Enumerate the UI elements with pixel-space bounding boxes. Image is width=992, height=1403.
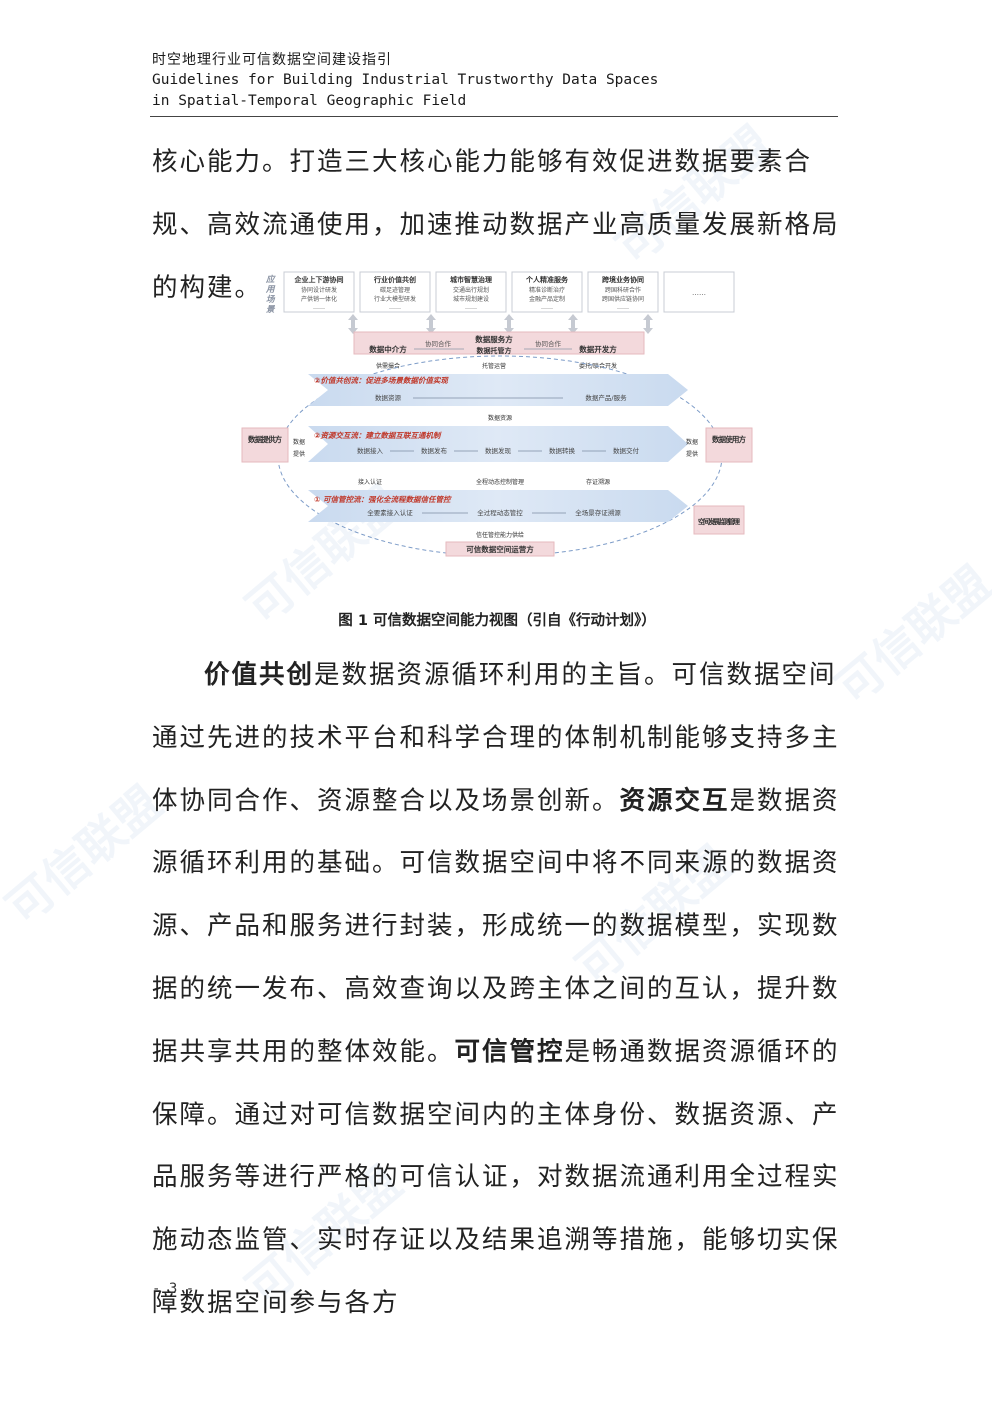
coop-left-label: 协同合作 (425, 339, 452, 348)
body-paragraph: 核心能力。打造三大核心能力能够有效促进数据要素合规、高效流通使用，加速推动数据产… (152, 147, 840, 303)
scenario-line: 协同设计研发 (301, 286, 337, 294)
scenario-line: 行业大模型研发 (374, 295, 416, 303)
resource-flow-title: ②资源交互流：建立数据互联互通机制 (314, 431, 442, 440)
resource-step: 数据交付 (613, 446, 640, 455)
scenario-box-more: …… (663, 271, 735, 313)
operator-label: 可信数据空间运营方 (466, 544, 534, 554)
scenario-line: 交通出行规划 (453, 286, 489, 294)
figure-caption: 图 1 可信数据空间能力视图（引自《行动计划》） (338, 613, 656, 629)
scenario-title: 城市智慧治理 (450, 275, 492, 284)
provider-link-label: 提供 (293, 450, 305, 458)
side-label: 应用场景 (265, 274, 276, 315)
provider-link-label: 数据 (293, 438, 305, 446)
scenario-box: 跨境业务协同 跨国科研合作 跨国供应链协同 …… (587, 271, 659, 313)
scenario-more: …… (692, 289, 706, 297)
header-rule (150, 116, 838, 117)
user-label: 数据使用方 (712, 434, 747, 444)
watermark: 可信联盟 (0, 775, 172, 936)
supply-match-label: 供需撮合 (376, 362, 400, 370)
trust-step: 全场景存证溯源 (575, 508, 621, 517)
trust-flow-band (308, 490, 688, 522)
full-control-label: 全程动态控制管理 (476, 478, 524, 486)
paragraph-text: 是数据资源循环利用的主旨。可信数据空间通过先进的技术平台和科学合理的体制机制能够… (152, 660, 840, 816)
header-title-en-line2: in Spatial-Temporal Geographic Field (152, 93, 467, 109)
value-to-label: 数据产品/服务 (585, 393, 627, 402)
developer-label: 数据开发方 (579, 344, 617, 354)
bold-term: 可信管控 (454, 1036, 565, 1067)
bold-term: 价值共创 (204, 660, 315, 690)
evidence-trace-label: 存证溯源 (586, 478, 610, 486)
scenario-line: …… (465, 304, 477, 311)
resource-flow-band (308, 426, 688, 462)
value-flow-band (308, 374, 688, 406)
user-link-label: 数据 (686, 438, 698, 446)
header-title-cn: 时空地理行业可信数据空间建设指引 (152, 52, 392, 68)
trust-step: 全过程动态管控 (477, 508, 523, 517)
scenario-line: 跨国供应链协同 (602, 295, 644, 303)
service-band (353, 331, 645, 355)
scenario-title: 跨境业务协同 (602, 275, 644, 284)
scenario-line: …… (389, 304, 401, 311)
trust-flow-title: ① 可信管控流：强化全流程数据信任管控 (314, 495, 452, 504)
user-link-label: 提供 (686, 450, 698, 458)
provider-label: 数据提供方 (248, 434, 283, 444)
side-label-char: 应 (265, 274, 276, 285)
scenario-title: 行业价值共创 (373, 275, 416, 284)
scenario-box: 个人精准服务 精准诊断治疗 金融产品定制 …… (511, 271, 583, 313)
paragraph-text: 是畅通数据资源循环的保障。通过对可信数据空间内的主体身份、数据资源、产品服务等进… (152, 1036, 840, 1318)
value-flow-title: ②价值共创流：促进多场景数据价值实现 (314, 376, 449, 385)
intermediary-label: 数据中介方 (369, 344, 407, 354)
scenario-line: …… (617, 304, 629, 311)
running-header: 时空地理行业可信数据空间建设指引 Guidelines for Building… (152, 50, 838, 112)
capability-diagram: 应用场景 企业上下游协同 协同设计研发 产供销一体化 …… 行业价值共创 碳足迹… (241, 271, 753, 557)
scenario-line: …… (313, 304, 325, 311)
scenario-line: 城市规划建设 (453, 295, 489, 303)
scenario-line: 碳足迹管理 (380, 286, 410, 294)
resource-step: 数据转换 (549, 446, 576, 455)
data-resource-label: 数据资源 (488, 414, 512, 422)
monitor-label: 空间发展监测管理 (698, 517, 740, 526)
scenario-title: 企业上下游协同 (294, 275, 344, 284)
resource-step: 数据发布 (421, 446, 448, 455)
scenario-line: …… (541, 304, 553, 311)
monitor-box (693, 505, 745, 535)
header-title-en-line1: Guidelines for Building Industrial Trust… (152, 72, 659, 88)
hosting-ops-label: 托管运营 (482, 362, 506, 370)
access-auth-label: 接入认证 (358, 478, 382, 486)
provider-box (241, 427, 289, 463)
page-number: - 3 - (152, 1281, 195, 1297)
user-box (705, 427, 753, 463)
paragraph-text: 是数据资源循环利用的基础。可信数据空间中将不同来源的数据资源、产品和服务进行封装… (152, 785, 840, 1067)
trust-step: 全要素接入认证 (367, 508, 413, 517)
scenario-line: 跨国科研合作 (605, 286, 641, 294)
scenario-line: 产供销一体化 (301, 295, 337, 303)
scenario-box: 企业上下游协同 协同设计研发 产供销一体化 …… (283, 271, 355, 313)
scenario-line: 金融产品定制 (529, 295, 565, 303)
scenario-box: 行业价值共创 碳足迹管理 行业大模型研发 …… (359, 271, 431, 313)
resource-step: 数据接入 (357, 446, 384, 455)
body-paragraph: 价值共创是数据资源循环利用的主旨。可信数据空间通过先进的技术平台和科学合理的体制… (152, 644, 842, 1335)
double-arrow-icon (348, 314, 653, 334)
resource-step: 数据发现 (485, 446, 512, 455)
scenario-line: 精准诊断治疗 (529, 286, 565, 294)
trust-supply-label: 信任管控能力供给 (476, 531, 524, 539)
watermark: 可信联盟 (826, 555, 992, 716)
scenario-box: 城市智慧治理 交通出行规划 城市规划建设 …… (435, 271, 507, 313)
scenario-title: 个人精准服务 (525, 275, 569, 284)
service-provider-label: 数据服务方 (475, 334, 513, 344)
value-from-label: 数据资源 (375, 393, 402, 402)
operator-box (445, 541, 555, 557)
coop-right-label: 协同合作 (535, 339, 562, 348)
bold-term: 资源交互 (619, 785, 730, 816)
custodian-label: 数据托管方 (477, 346, 512, 355)
